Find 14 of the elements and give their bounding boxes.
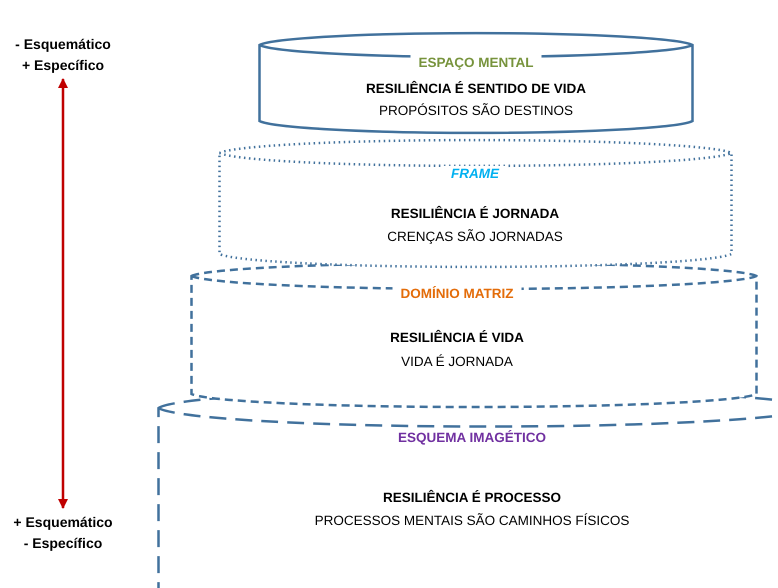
metaphor-subtitle: CRENÇAS SÃO JORNADAS — [387, 228, 563, 246]
metaphor-title: RESILIÊNCIA É VIDA — [390, 330, 524, 346]
metaphor-title: RESILIÊNCIA É JORNADA — [390, 206, 560, 222]
scale-label: - Específico — [24, 535, 102, 551]
metaphor-subtitle: PROPÓSITOS SÃO DESTINOS — [378, 102, 574, 120]
scale-label: + Específico — [22, 57, 104, 73]
scale-label: + Esquemático — [13, 514, 113, 530]
tier-heading: ESPAÇO MENTAL — [410, 54, 542, 72]
metaphor-subtitle: VIDA É JORNADA — [401, 354, 513, 370]
metaphor-subtitle: PROCESSOS MENTAIS SÃO CAMINHOS FÍSICOS — [314, 512, 630, 530]
metaphor-title: RESILIÊNCIA É PROCESSO — [382, 490, 562, 506]
scale-label: - Esquemático — [15, 36, 111, 52]
double-arrow — [58, 78, 68, 509]
metaphor-title: RESILIÊNCIA É SENTIDO DE VIDA — [366, 80, 586, 98]
